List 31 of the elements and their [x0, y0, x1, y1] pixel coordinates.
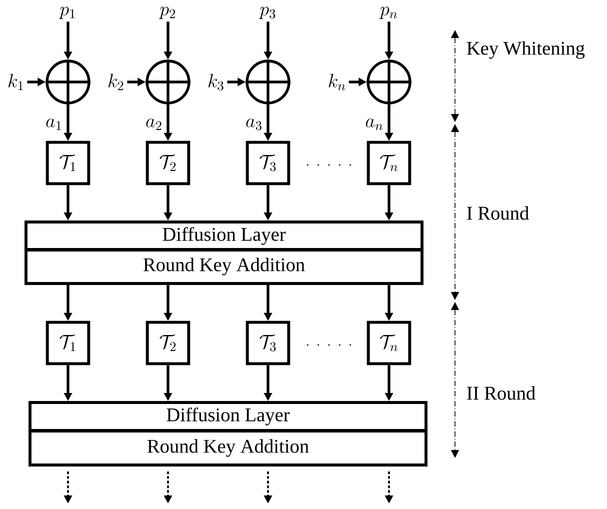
layer-box: Diffusion Layer — [28, 401, 428, 432]
section-label: II Round — [467, 386, 536, 400]
edge-label: $a_1$ — [46, 118, 61, 130]
layer-box: Round Key Addition — [28, 430, 428, 466]
math-label: $k_1$ — [8, 74, 23, 90]
transform-box: $\mathcal{T}_n$ — [366, 320, 412, 366]
transform-box: $\mathcal{T}_1$ — [46, 320, 90, 366]
edge-label: $a_3$ — [246, 118, 262, 130]
layer-box: Diffusion Layer — [24, 220, 424, 252]
xor-symbol — [144, 58, 192, 106]
transform-box: $\mathcal{T}_3$ — [246, 140, 290, 186]
section-label: Key Whitening — [466, 41, 585, 59]
math-label: $p_3$ — [259, 6, 276, 19]
transform-box: $\mathcal{T}_n$ — [366, 140, 412, 186]
math-label: $p_n$ — [379, 6, 397, 19]
math-label: $p_1$ — [59, 6, 75, 19]
math-label: $k_3$ — [208, 74, 224, 90]
edge-label: $a_2$ — [146, 118, 162, 130]
xor-symbol — [244, 58, 292, 106]
section-label: I Round — [467, 206, 529, 220]
transform-box: $\mathcal{T}_1$ — [46, 140, 90, 186]
transform-box: $\mathcal{T}_3$ — [246, 320, 290, 366]
xor-symbol — [44, 58, 92, 106]
edge-label: $a_n$ — [366, 118, 383, 130]
transform-box: $\mathcal{T}_2$ — [146, 140, 190, 186]
xor-symbol — [365, 58, 413, 106]
math-label: $p_2$ — [159, 6, 176, 19]
transform-box: $\mathcal{T}_2$ — [146, 320, 190, 366]
layer-box: Round Key Addition — [24, 248, 424, 285]
math-label: $k_n$ — [328, 74, 346, 90]
math-label: $k_2$ — [108, 74, 124, 90]
